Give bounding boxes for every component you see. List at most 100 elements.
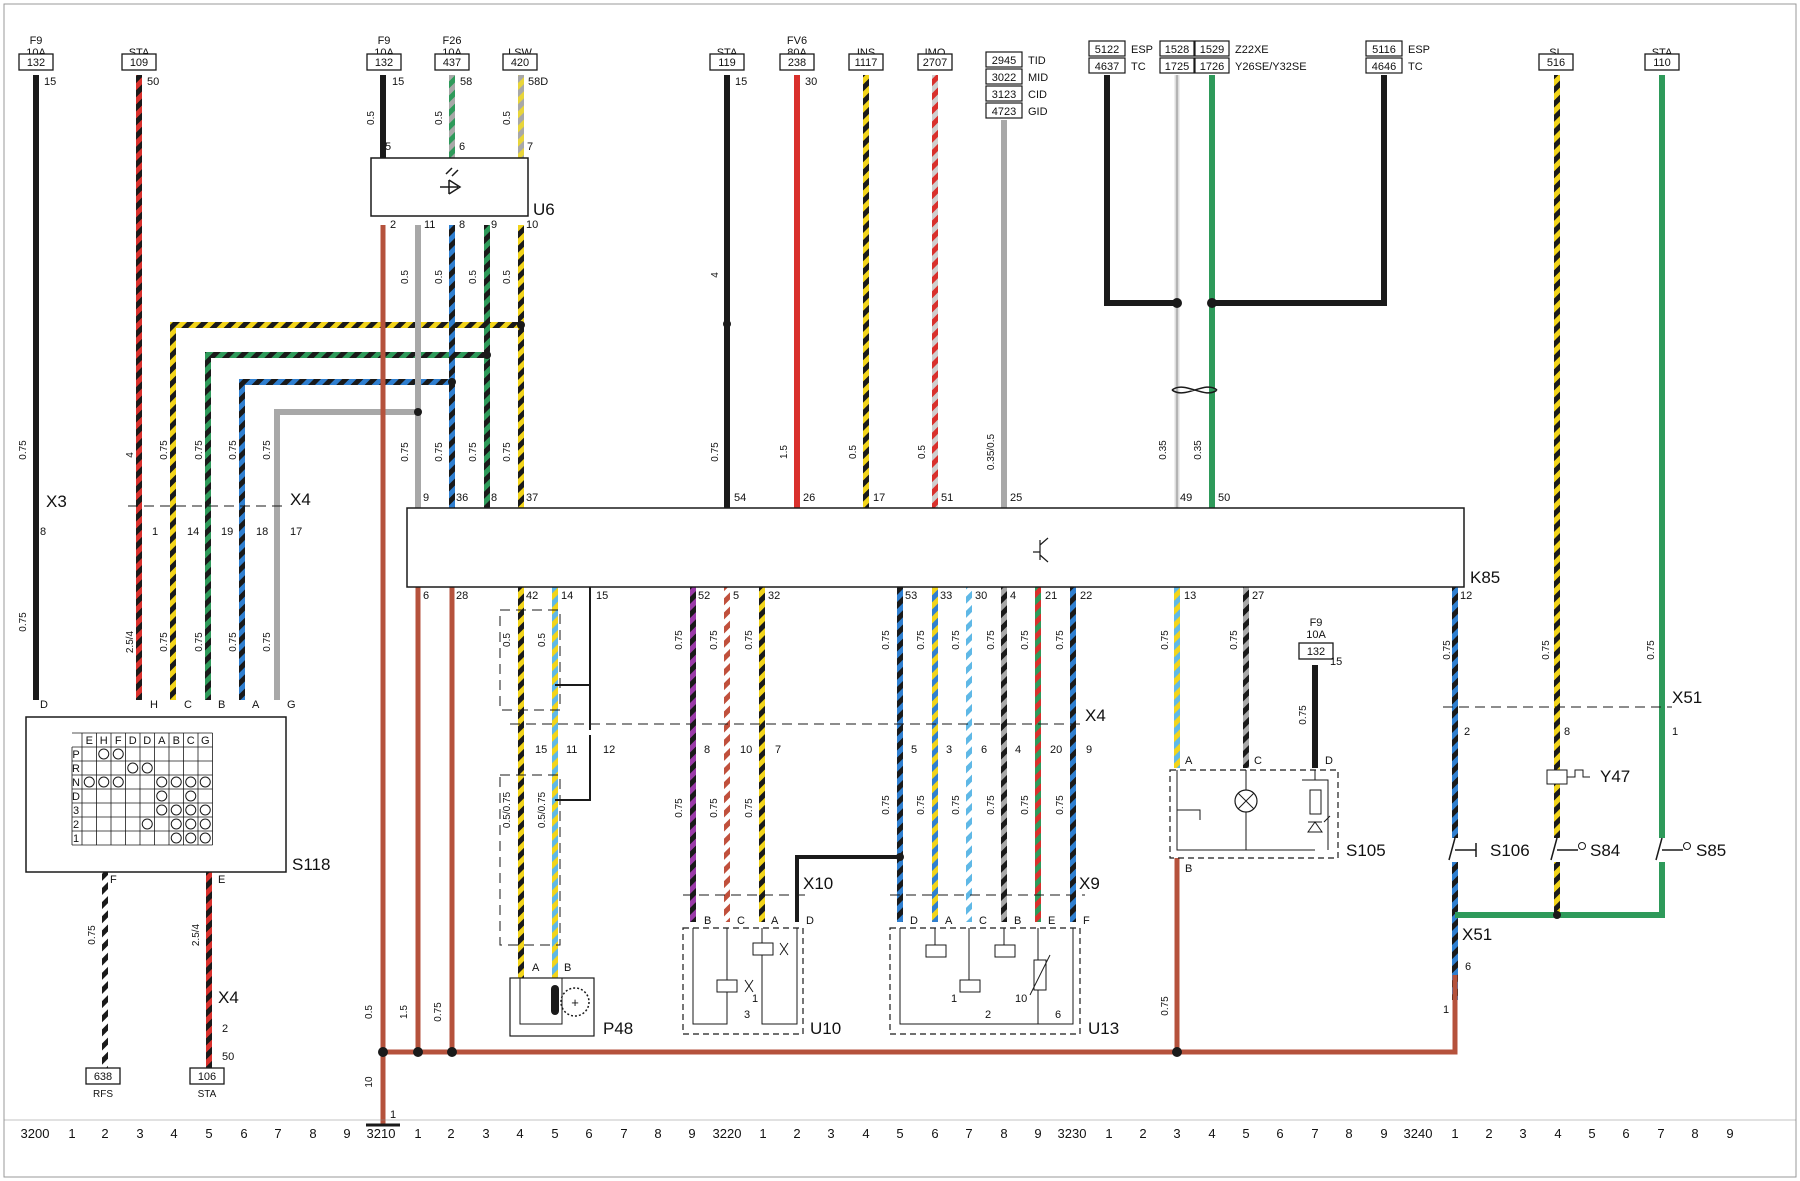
wire-gauge: 0.75: [986, 630, 997, 650]
signal-box: [366, 53, 402, 71]
wire-gauge: 0.5: [434, 270, 445, 284]
wire-gauge: 0.75: [228, 632, 239, 652]
signal-box: [985, 68, 1023, 85]
wire-gauge: 0.75: [710, 442, 721, 462]
junction-dot: [414, 408, 422, 416]
scale-label: 4: [170, 1126, 177, 1141]
wire-gauge: 0.5: [917, 445, 928, 459]
pin-label: 15: [1330, 656, 1342, 668]
signal-box: [1088, 40, 1126, 57]
signal-label: GID: [1028, 106, 1048, 118]
scale-label: 8: [1000, 1126, 1007, 1141]
wire-gauge: 1.5: [779, 445, 790, 459]
scale-label: 3210: [367, 1126, 396, 1141]
contact-dot-icon: [156, 776, 168, 788]
pin-label: 15: [392, 76, 404, 88]
pin-label: G: [287, 699, 296, 711]
solenoid-2-icon: [959, 979, 981, 993]
pin-label: 25: [1010, 492, 1022, 504]
pin-label: B: [1185, 863, 1192, 875]
scale-label: 6: [931, 1126, 938, 1141]
signal-box-number: 109: [130, 57, 148, 69]
pin-label: C: [1254, 755, 1262, 767]
signal-box-number: 5122: [1095, 44, 1119, 56]
top-labels: F910A13215STA10950F910A13215F2610A43758L…: [18, 35, 1680, 88]
junction-dot: [723, 320, 731, 328]
signal-box: [709, 53, 745, 71]
signal-box: [85, 1067, 121, 1085]
scale-label: 2: [101, 1126, 108, 1141]
scale-label: 8: [1345, 1126, 1352, 1141]
ground-bus: [383, 975, 1458, 1055]
scale-label: 4: [516, 1126, 523, 1141]
signal-box: [1644, 53, 1680, 71]
wire-gauge: 0.75: [1020, 630, 1031, 650]
wire-gauge: 0.75: [400, 442, 411, 462]
diagram-frame: [3, 3, 1797, 1178]
pin-label: 18: [256, 526, 268, 538]
pin-label: 6: [459, 141, 465, 153]
pin-label: 58: [460, 76, 472, 88]
junction-dot: [896, 853, 904, 861]
pin-label: 3: [744, 1009, 750, 1021]
scale-label: 9: [1380, 1126, 1387, 1141]
pin-label: 11: [566, 744, 577, 756]
p48-inner-box: [519, 977, 563, 1025]
pin-label: 1: [390, 1109, 396, 1121]
pin-label: 8: [491, 492, 497, 504]
valve-icon: [744, 942, 789, 993]
scale-label: 2: [1139, 1126, 1146, 1141]
signal-box-number: 119: [718, 57, 736, 69]
signal-box: [121, 53, 157, 71]
scale-label: 6: [1276, 1126, 1283, 1141]
pin-label: 5: [733, 590, 739, 602]
solenoid-1-icon: [752, 942, 774, 956]
scale-label: 2: [447, 1126, 454, 1141]
led-icon: [440, 167, 462, 195]
pin-label: 1: [1672, 726, 1678, 738]
pin-label: 15: [596, 590, 608, 602]
s84-switch-icon: [1550, 837, 1578, 861]
junction-dot: [448, 378, 456, 386]
resistor-icon: [1309, 789, 1322, 815]
pin-label: F: [1083, 915, 1090, 927]
signal-box: [502, 53, 538, 71]
wire-gauge: 0.5: [502, 633, 513, 647]
contact-dot-icon: [170, 776, 182, 788]
wire-gauge: 0.75: [1055, 795, 1066, 815]
pin-label: 49: [1180, 492, 1192, 504]
wire-gauge: 0.35/0.5: [986, 433, 997, 470]
p48-dash-box-1: [499, 609, 561, 711]
pin-label: 27: [1252, 590, 1264, 602]
junctions: [378, 298, 1561, 1057]
signal-box: [189, 1067, 225, 1085]
signal-box-number: 1528: [1165, 44, 1189, 56]
pin-label: 51: [941, 492, 953, 504]
wire-gauge: 0.75: [881, 795, 892, 815]
transistor-icon: [1033, 537, 1049, 563]
solenoid-1-icon: [925, 944, 947, 958]
pin-label: 2: [1464, 726, 1470, 738]
signal-box-number: 516: [1547, 57, 1565, 69]
signal-label: ESP: [1408, 44, 1430, 56]
pin-label: 1: [752, 993, 758, 1005]
contact-dot-icon: [141, 818, 153, 830]
pin-label: 8: [1564, 726, 1570, 738]
pin-label: 6: [981, 744, 987, 756]
wire-gauge: 0.75: [159, 632, 170, 652]
s84-label: S84: [1590, 841, 1620, 860]
signal-box: [985, 102, 1023, 119]
wire-u6-9-s118-b: [205, 225, 490, 700]
s106-switch-icon: [1448, 837, 1477, 861]
scale-label: 2: [1485, 1126, 1492, 1141]
signal-box-number: 238: [788, 57, 806, 69]
p48-dash-box-2: [499, 774, 561, 946]
wire-gauge: 0.75: [434, 442, 445, 462]
pin-label: 7: [527, 141, 533, 153]
signal-box-number: 106: [198, 1071, 216, 1083]
scale-label: 4: [1208, 1126, 1215, 1141]
